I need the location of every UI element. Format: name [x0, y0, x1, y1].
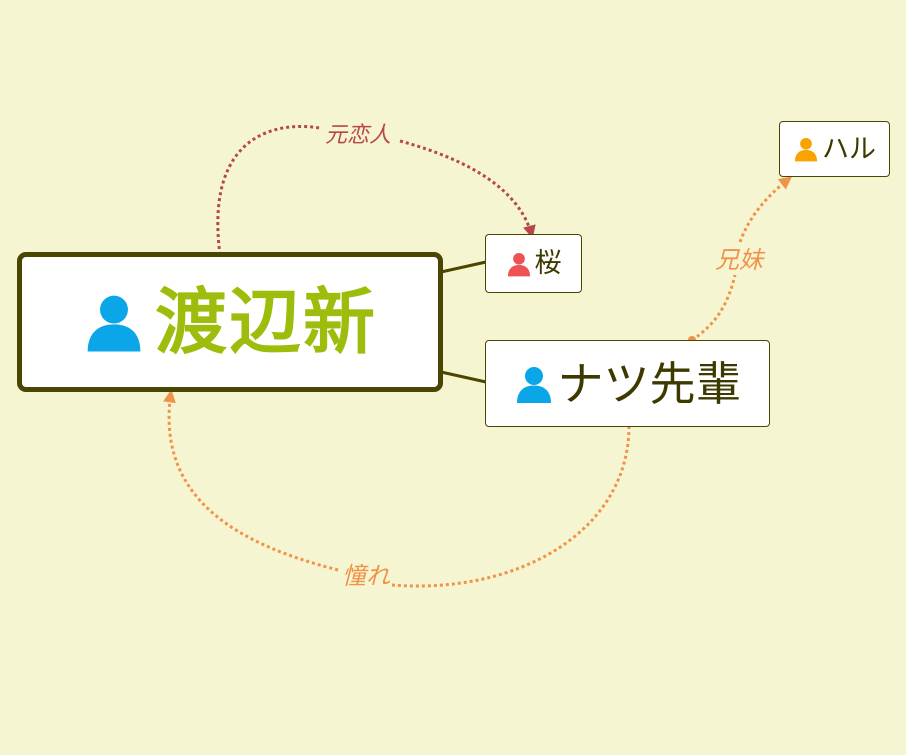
relationship-ex-lover-line: [399, 139, 536, 239]
topic-haru-label: ハル: [822, 133, 876, 165]
central-topic-label: 渡辺新: [154, 280, 377, 364]
connector-central-to-natsu: [440, 370, 487, 384]
person-icon: [514, 364, 554, 404]
person-icon: [506, 251, 532, 277]
relationship-siblings-line: [691, 274, 737, 342]
topic-natsu[interactable]: ナツ先輩: [485, 340, 770, 427]
relationship-admiration-line: [163, 389, 339, 572]
relationship-admiration-label[interactable]: 憧れ: [342, 562, 391, 590]
relationship-admiration-line: [391, 415, 636, 588]
person-icon: [83, 291, 145, 353]
relationship-ex-lover-line: [214, 124, 321, 267]
central-topic[interactable]: 渡辺新: [17, 252, 443, 392]
topic-haru[interactable]: ハル: [779, 121, 890, 177]
relationship-ex-lover-label[interactable]: 元恋人: [325, 123, 391, 148]
relationship-admiration[interactable]: 憧れ: [163, 389, 636, 590]
topic-sakura[interactable]: 桜: [485, 234, 582, 293]
topic-natsu-label: ナツ先輩: [557, 356, 742, 411]
person-icon: [793, 136, 819, 162]
relationship-ex-lover[interactable]: 元恋人: [214, 123, 536, 267]
topic-sakura-label: 桜: [534, 248, 562, 279]
connector-central-to-sakura: [440, 260, 487, 274]
relationship-siblings-label[interactable]: 兄妹: [715, 246, 766, 274]
relationship-siblings[interactable]: 兄妹: [688, 176, 793, 344]
relationship-siblings-line: [738, 176, 793, 243]
